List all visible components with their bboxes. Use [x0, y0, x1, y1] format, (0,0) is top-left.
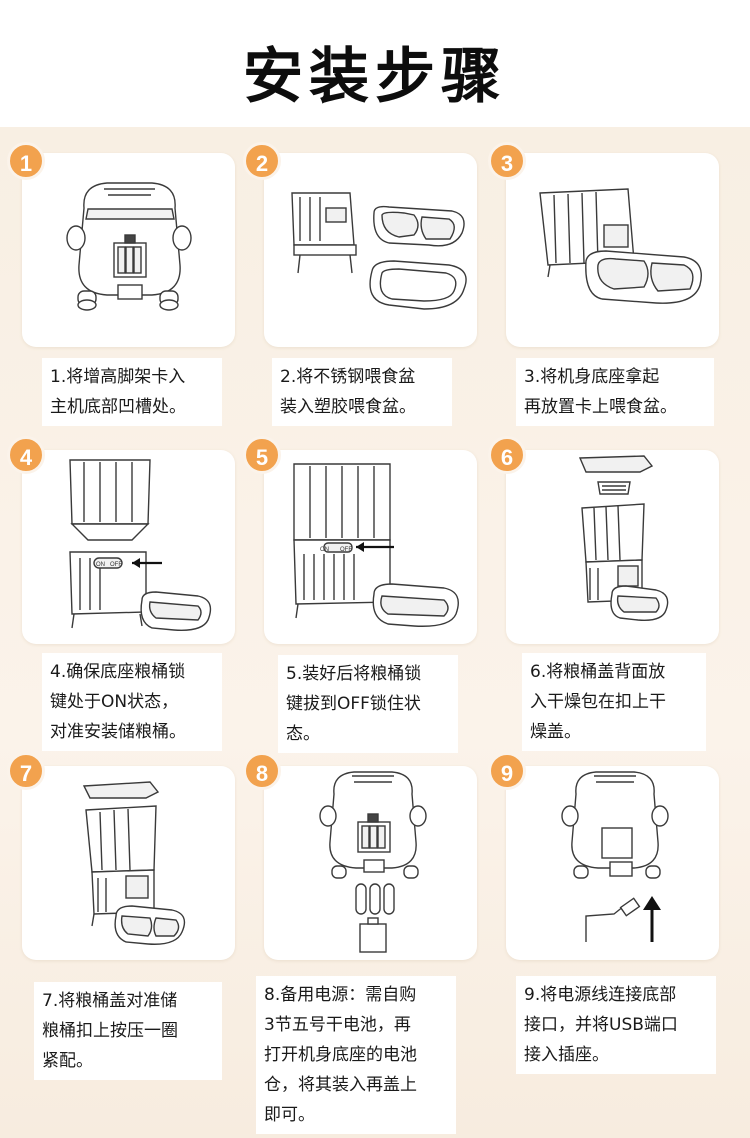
- step-1-line-1: 1.将增高脚架卡入: [50, 367, 186, 387]
- step-6-line-1: 6.将粮桶盖背面放: [530, 662, 666, 682]
- step-7-line-1: 7.将粮桶盖对准储: [42, 991, 178, 1011]
- step-6-card: [506, 450, 719, 644]
- step-6-badge: 6: [488, 436, 526, 474]
- step-4-line-3: 对准安装储粮桶。: [50, 722, 186, 742]
- step-8-line-5: 即可。: [264, 1105, 315, 1125]
- step-8-badge: 8: [243, 752, 281, 790]
- step-7-card: [22, 766, 235, 960]
- step-1-caption: 1.将增高脚架卡入 主机底部凹槽处。: [42, 358, 222, 426]
- step-8-line-2: 3节五号干电池，再: [264, 1015, 411, 1035]
- step-9-caption: 9.将电源线连接底部 接口，并将USB端口 接入插座。: [516, 976, 716, 1074]
- step-9-card: [506, 766, 719, 960]
- step-9-line-1: 9.将电源线连接底部: [524, 985, 677, 1005]
- step-2-line-2: 装入塑胶喂食盆。: [280, 397, 416, 417]
- step-5-card: ON OFF: [264, 450, 477, 644]
- step-6-line-2: 入干燥包在扣上干: [530, 692, 666, 712]
- step-4-line-1: 4.确保底座粮桶锁: [50, 662, 186, 682]
- lid-desiccant-icon: [578, 455, 669, 621]
- step-4-caption: 4.确保底座粮桶锁 键处于ON状态， 对准安装储粮桶。: [42, 653, 222, 751]
- step-5-switch-off: OFF: [340, 547, 352, 553]
- step-3-caption: 3.将机身底座拿起 再放置卡上喂食盆。: [516, 358, 714, 426]
- step-2-card: [264, 153, 477, 347]
- step-8-line-4: 仓，将其装入再盖上: [264, 1075, 417, 1095]
- feeder-bottom-icon: [66, 182, 192, 311]
- step-4-badge: 4: [7, 436, 45, 474]
- step-6-line-3: 燥盖。: [530, 722, 581, 742]
- step-1-badge: 1: [7, 142, 45, 180]
- step-7-badge: 7: [7, 752, 45, 790]
- step-2-badge: 2: [243, 142, 281, 180]
- hopper-install-icon: ON OFF: [69, 459, 212, 631]
- step-8-line-1: 8.备用电源：需自购: [264, 985, 417, 1005]
- step-4-switch-on: ON: [96, 562, 105, 568]
- bowls-icon: [291, 192, 467, 310]
- step-5-line-2: 键拔到OFF锁住状: [286, 694, 421, 714]
- step-3-badge: 3: [488, 142, 526, 180]
- step-5-caption: 5.装好后将粮桶锁 键拔到OFF锁住状 态。: [278, 655, 458, 753]
- lid-press-icon: [82, 781, 186, 945]
- step-3-line-2: 再放置卡上喂食盆。: [524, 397, 677, 417]
- step-2-caption: 2.将不锈钢喂食盆 装入塑胶喂食盆。: [272, 358, 452, 426]
- step-8-caption: 8.备用电源：需自购 3节五号干电池，再 打开机身底座的电池 仓，将其装入再盖上…: [256, 976, 456, 1134]
- step-9-line-3: 接入插座。: [524, 1045, 609, 1065]
- page-title: 安装步骤: [243, 42, 507, 112]
- step-5-switch-on: ON: [320, 547, 329, 553]
- step-8-card: [264, 766, 477, 960]
- step-9-badge: 9: [488, 752, 526, 790]
- feeder-assembled-icon: ON OFF: [293, 463, 459, 627]
- step-4-card: ON OFF: [22, 450, 235, 644]
- step-3-card: [506, 153, 719, 347]
- step-6-caption: 6.将粮桶盖背面放 入干燥包在扣上干 燥盖。: [522, 653, 706, 751]
- step-5-line-3: 态。: [286, 724, 320, 744]
- step-9-line-2: 接口，并将USB端口: [524, 1015, 678, 1035]
- step-7-caption: 7.将粮桶盖对准储 粮桶扣上按压一圈 紧配。: [34, 982, 222, 1080]
- step-5-badge: 5: [243, 436, 281, 474]
- power-cable-icon: [561, 771, 669, 942]
- step-3-line-1: 3.将机身底座拿起: [524, 367, 660, 387]
- step-7-line-2: 粮桶扣上按压一圈: [42, 1021, 178, 1041]
- step-7-line-3: 紧配。: [42, 1051, 93, 1071]
- step-2-line-1: 2.将不锈钢喂食盆: [280, 367, 416, 387]
- step-8-line-3: 打开机身底座的电池: [264, 1045, 417, 1065]
- step-1-line-2: 主机底部凹槽处。: [50, 397, 186, 417]
- step-5-line-1: 5.装好后将粮桶锁: [286, 664, 422, 684]
- step-4-line-2: 键处于ON状态，: [50, 692, 179, 712]
- battery-icon: [319, 771, 427, 953]
- step-4-switch-off: OFF: [110, 562, 122, 568]
- step-1-card: [22, 153, 235, 347]
- feeder-bowl-icon: [539, 188, 702, 304]
